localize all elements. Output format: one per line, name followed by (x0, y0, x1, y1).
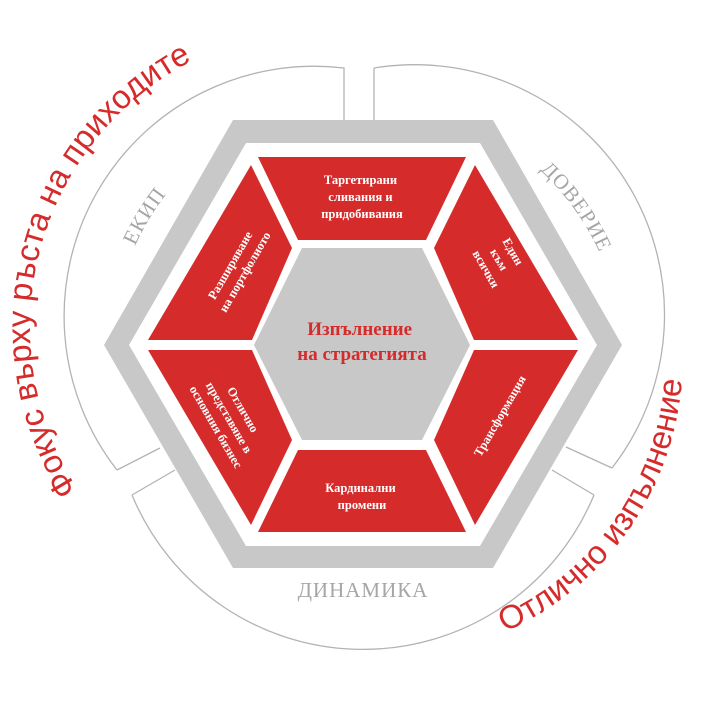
ring-label-dynamics: ДИНАМИКА (298, 578, 429, 602)
outer-ring-bottom (131, 494, 595, 650)
segment-lower-right (434, 350, 578, 525)
ring-connector-right (565, 446, 613, 469)
segment-upper-left (148, 165, 292, 340)
segment-lower-left (148, 350, 292, 525)
segment-bottom (258, 450, 466, 532)
outer-ring-right (373, 64, 666, 469)
center-title-line1: Изпълнение (307, 319, 412, 340)
outer-ring-left (63, 65, 345, 471)
ring-label-team: ЕКИП (118, 182, 171, 248)
segment-upper-right (434, 165, 578, 340)
center-title-line2: на стратегията (297, 344, 427, 365)
center-title: Изпълнение на стратегията (297, 319, 427, 365)
segment-bottom-label: Кардинални промени (325, 481, 399, 512)
ring-connector-bottom-right (551, 469, 595, 496)
ring-connector-left (116, 447, 161, 471)
ring-connector-bottom-left (131, 469, 176, 496)
segment-top-label: Таргетирани сливания и придобивания (321, 173, 403, 221)
center-hexagon (254, 248, 470, 440)
segment-top (258, 157, 466, 240)
